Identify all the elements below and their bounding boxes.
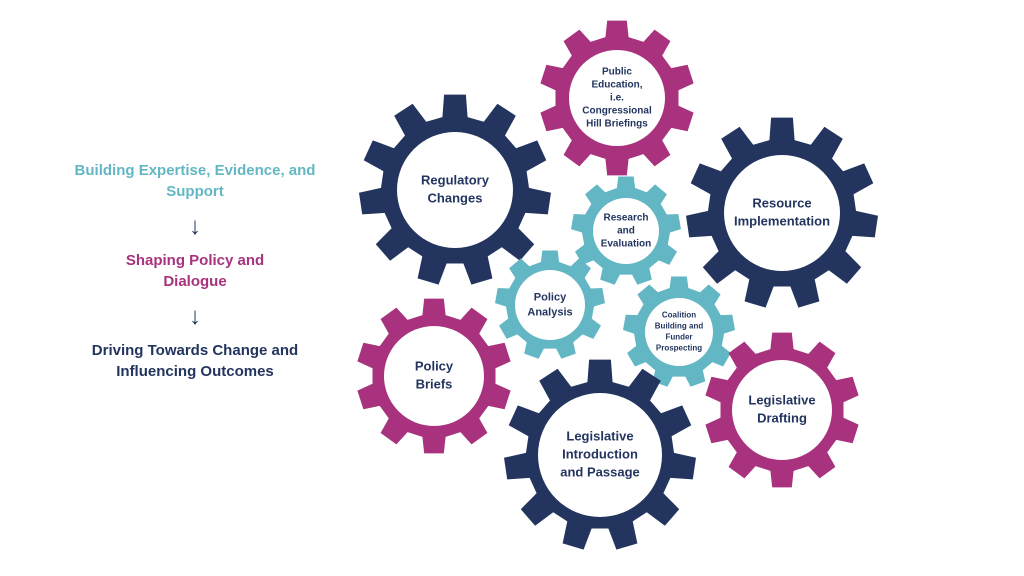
gear-label-line: Evaluation	[601, 239, 652, 250]
gear-center	[645, 298, 713, 366]
down-arrow-icon: ↓	[189, 303, 201, 330]
gear-label-line: Implementation	[734, 213, 830, 228]
gear-label-line: Policy	[534, 291, 567, 303]
gear-label-line: Briefs	[416, 376, 453, 391]
gear-center	[593, 198, 659, 264]
gear-center	[724, 155, 840, 271]
gear-label-line: Prospecting	[656, 344, 702, 353]
gear-label-line: Coalition	[662, 311, 696, 320]
gear-label-line: Research	[603, 213, 648, 224]
down-arrow-icon: ↓	[189, 213, 201, 240]
gear-label-line: Building and	[655, 322, 704, 331]
stage-legend: Building Expertise, Evidence, and Suppor…	[70, 160, 320, 382]
gear-label-line: Public	[602, 67, 632, 78]
gear-label-line: Funder	[665, 333, 692, 342]
gear-label-line: Changes	[428, 190, 483, 205]
gear-center	[397, 132, 513, 248]
gear-label-line: Introduction	[562, 446, 638, 461]
gear-label-line: and Passage	[560, 464, 640, 479]
gear-label-line: Hill Briefings	[586, 119, 648, 130]
stage-shaping-policy: Shaping Policy and Dialogue	[125, 252, 265, 290]
stage-building-expertise: Building Expertise, Evidence, and Suppor…	[74, 162, 316, 200]
gear-center	[384, 326, 484, 426]
gear-center	[515, 270, 585, 340]
stage-driving-change: Driving Towards Change and Influencing O…	[91, 342, 299, 380]
gear-label-line: Legislative	[566, 428, 633, 443]
gear-label-line: Policy	[415, 358, 454, 373]
gear-center	[732, 360, 832, 460]
gear-label-line: Drafting	[757, 410, 807, 425]
gear-center	[569, 50, 665, 146]
gear-label-line: Analysis	[527, 306, 572, 318]
gear-label-line: Education,	[591, 80, 642, 91]
gear-label-line: Congressional	[582, 106, 652, 117]
gear-label-line: i.e.	[610, 93, 624, 104]
gear-label-line: Legislative	[748, 392, 815, 407]
gear-label-line: and	[617, 226, 635, 237]
gear-label-line: Regulatory	[421, 172, 490, 187]
gear-label-line: Resource	[752, 195, 811, 210]
gear-center	[538, 393, 662, 517]
